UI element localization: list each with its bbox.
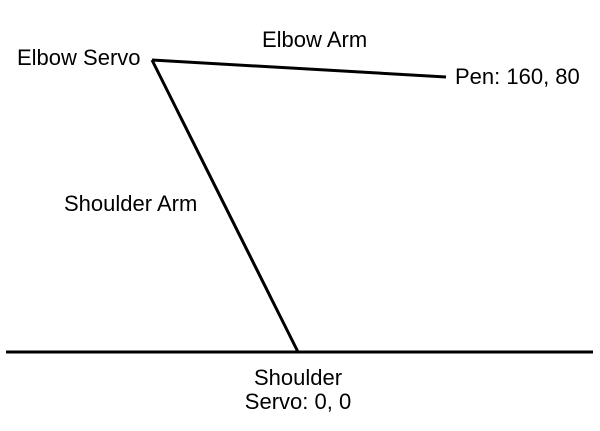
pen-position-label: Pen: 160, 80 — [455, 64, 580, 89]
shoulder-arm-line — [150, 59, 300, 353]
shoulder-servo-label-line1: Shoulder — [253, 365, 343, 390]
shoulder-servo-label-line2: Servo: 0, 0 — [244, 389, 352, 414]
shoulder-arm-label: Shoulder Arm — [64, 191, 198, 216]
shoulder-servo-label: Shoulder Servo: 0, 0 — [198, 366, 398, 414]
elbow-servo-label: Elbow Servo — [17, 45, 141, 70]
elbow-arm-line — [151, 58, 447, 79]
elbow-arm-label: Elbow Arm — [262, 27, 368, 52]
